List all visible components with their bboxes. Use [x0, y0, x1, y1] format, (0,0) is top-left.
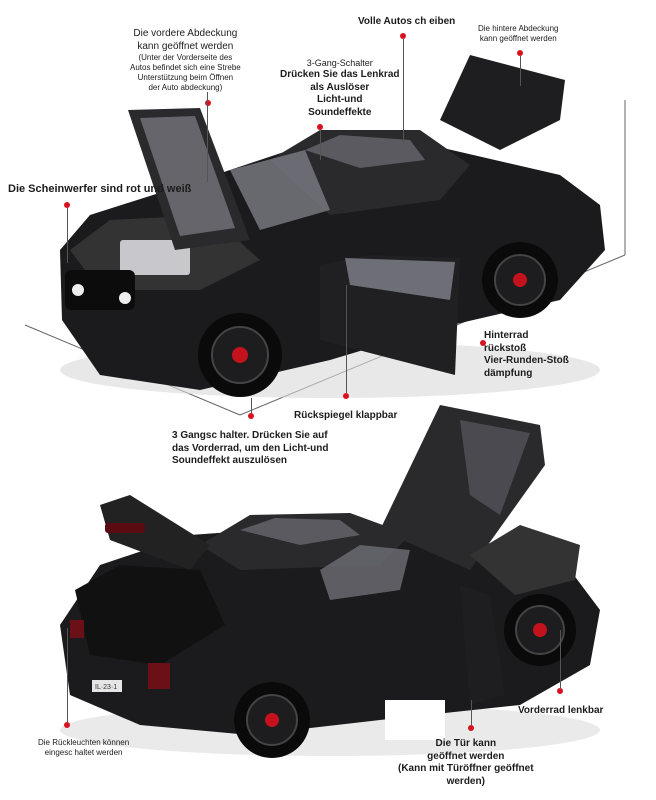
callout-gear-switch-line4: Licht-und	[316, 94, 363, 106]
callout-taillights-line1: Die Rückleuchten können	[38, 738, 130, 747]
dot-front-steer	[557, 688, 563, 694]
callout-front-steer: Vorderrad lenkbar	[518, 705, 604, 716]
callout-front-wheel-switch: 3 Gangsc halter. Drücken Sie auf das Vor…	[172, 430, 329, 468]
callout-rear-wheel-line1: Hinterrad	[484, 330, 529, 341]
leader-headlights	[67, 208, 68, 263]
callout-gear-switch: 3-Gang-Schalter Drücken Sie das Lenkrad …	[280, 58, 400, 119]
dot-door	[468, 725, 474, 731]
callout-gear-switch-line2: Drücken Sie das Lenkrad	[280, 69, 400, 81]
blank-patch-bottom-right	[600, 620, 650, 670]
callout-headlights: Die Scheinwerfer sind rot und weiß	[8, 183, 192, 195]
callout-front-hood-line5: Unterstützung beim Öffnen	[137, 73, 234, 82]
callout-rear-wheel-line2: rückstoß	[484, 342, 527, 354]
leader-mirror	[346, 285, 347, 393]
leader-rear-cover	[520, 56, 521, 86]
callout-door-line1: Die Tür kann	[435, 738, 497, 749]
leader-gear-switch	[320, 130, 321, 160]
callout-door-line4: werden)	[446, 775, 485, 787]
callout-gear-switch-line1: 3-Gang-Schalter	[306, 58, 373, 68]
callout-front-wheel-switch-line2: das Vorderrad, um den Licht-und	[172, 442, 329, 454]
callout-front-wheel-switch-line3: Soundeffekt auszulösen	[172, 455, 288, 466]
callout-door-line2: geöffnet werden	[427, 750, 505, 762]
dot-rear-wheel	[480, 340, 486, 346]
callout-taillights-line2: eingesc haltet werden	[44, 748, 123, 757]
dot-taillights	[64, 722, 70, 728]
dot-full-car	[400, 33, 406, 39]
callout-rear-wheel-line3: Vier-Runden-Stoß	[484, 355, 569, 366]
dot-rear-cover	[517, 50, 523, 56]
callout-mirror: Rückspiegel klappbar	[294, 410, 398, 421]
dot-headlights	[64, 202, 70, 208]
callout-rear-wheel: Hinterrad rückstoß Vier-Runden-Stoß dämp…	[484, 330, 569, 380]
callout-gear-switch-line3: als Auslöser	[310, 81, 370, 93]
dot-mirror	[343, 393, 349, 399]
callout-rear-wheel-line4: dämpfung	[484, 367, 533, 379]
blank-patch-bottom-mid	[385, 700, 445, 740]
callout-rear-cover-line1: Die hintere Abdeckung	[478, 24, 559, 33]
callout-door-line3: (Kann mit Türöffner geöffnet	[398, 763, 534, 774]
callout-front-hood-line4: Autos befindet sich eine Strebe	[130, 63, 241, 72]
leader-front-steer	[560, 630, 561, 688]
dot-gear-switch	[317, 124, 323, 130]
callout-front-hood-line3: (Unter der Vorderseite des	[138, 53, 233, 62]
leader-door	[471, 700, 472, 725]
callout-rear-cover-line2: kann geöffnet werden	[479, 34, 557, 43]
callout-front-hood-line1: Die vordere Abdeckung	[133, 28, 238, 39]
leader-front-wheel-switch	[251, 398, 252, 413]
callout-door: Die Tür kann geöffnet werden (Kann mit T…	[398, 738, 534, 788]
callout-full-car: Volle Autos ch eiben	[358, 16, 456, 27]
leader-taillights	[67, 628, 68, 722]
leader-front-hood	[207, 92, 208, 182]
leader-full-car	[403, 39, 404, 144]
dot-front-hood	[205, 100, 211, 106]
svg-text:IL·23·1: IL·23·1	[95, 684, 117, 691]
top-car-illustration	[24, 55, 626, 416]
callout-gear-switch-line5: Soundeffekte	[308, 106, 372, 118]
dot-front-wheel-switch	[248, 413, 254, 419]
callout-front-wheel-switch-line1: 3 Gangsc halter. Drücken Sie auf	[172, 430, 328, 441]
callout-front-hood-line6: der Auto abdeckung)	[148, 83, 223, 92]
callout-front-hood-line2: kann geöffnet werden	[137, 40, 234, 52]
callout-rear-cover: Die hintere Abdeckung kann geöffnet werd…	[478, 24, 559, 44]
bottom-car-illustration: IL·23·1	[60, 405, 600, 758]
callout-taillights: Die Rückleuchten können eingesc haltet w…	[38, 738, 129, 758]
blank-patch-top-right	[590, 60, 630, 100]
callout-front-hood: Die vordere Abdeckung kann geöffnet werd…	[130, 28, 241, 93]
